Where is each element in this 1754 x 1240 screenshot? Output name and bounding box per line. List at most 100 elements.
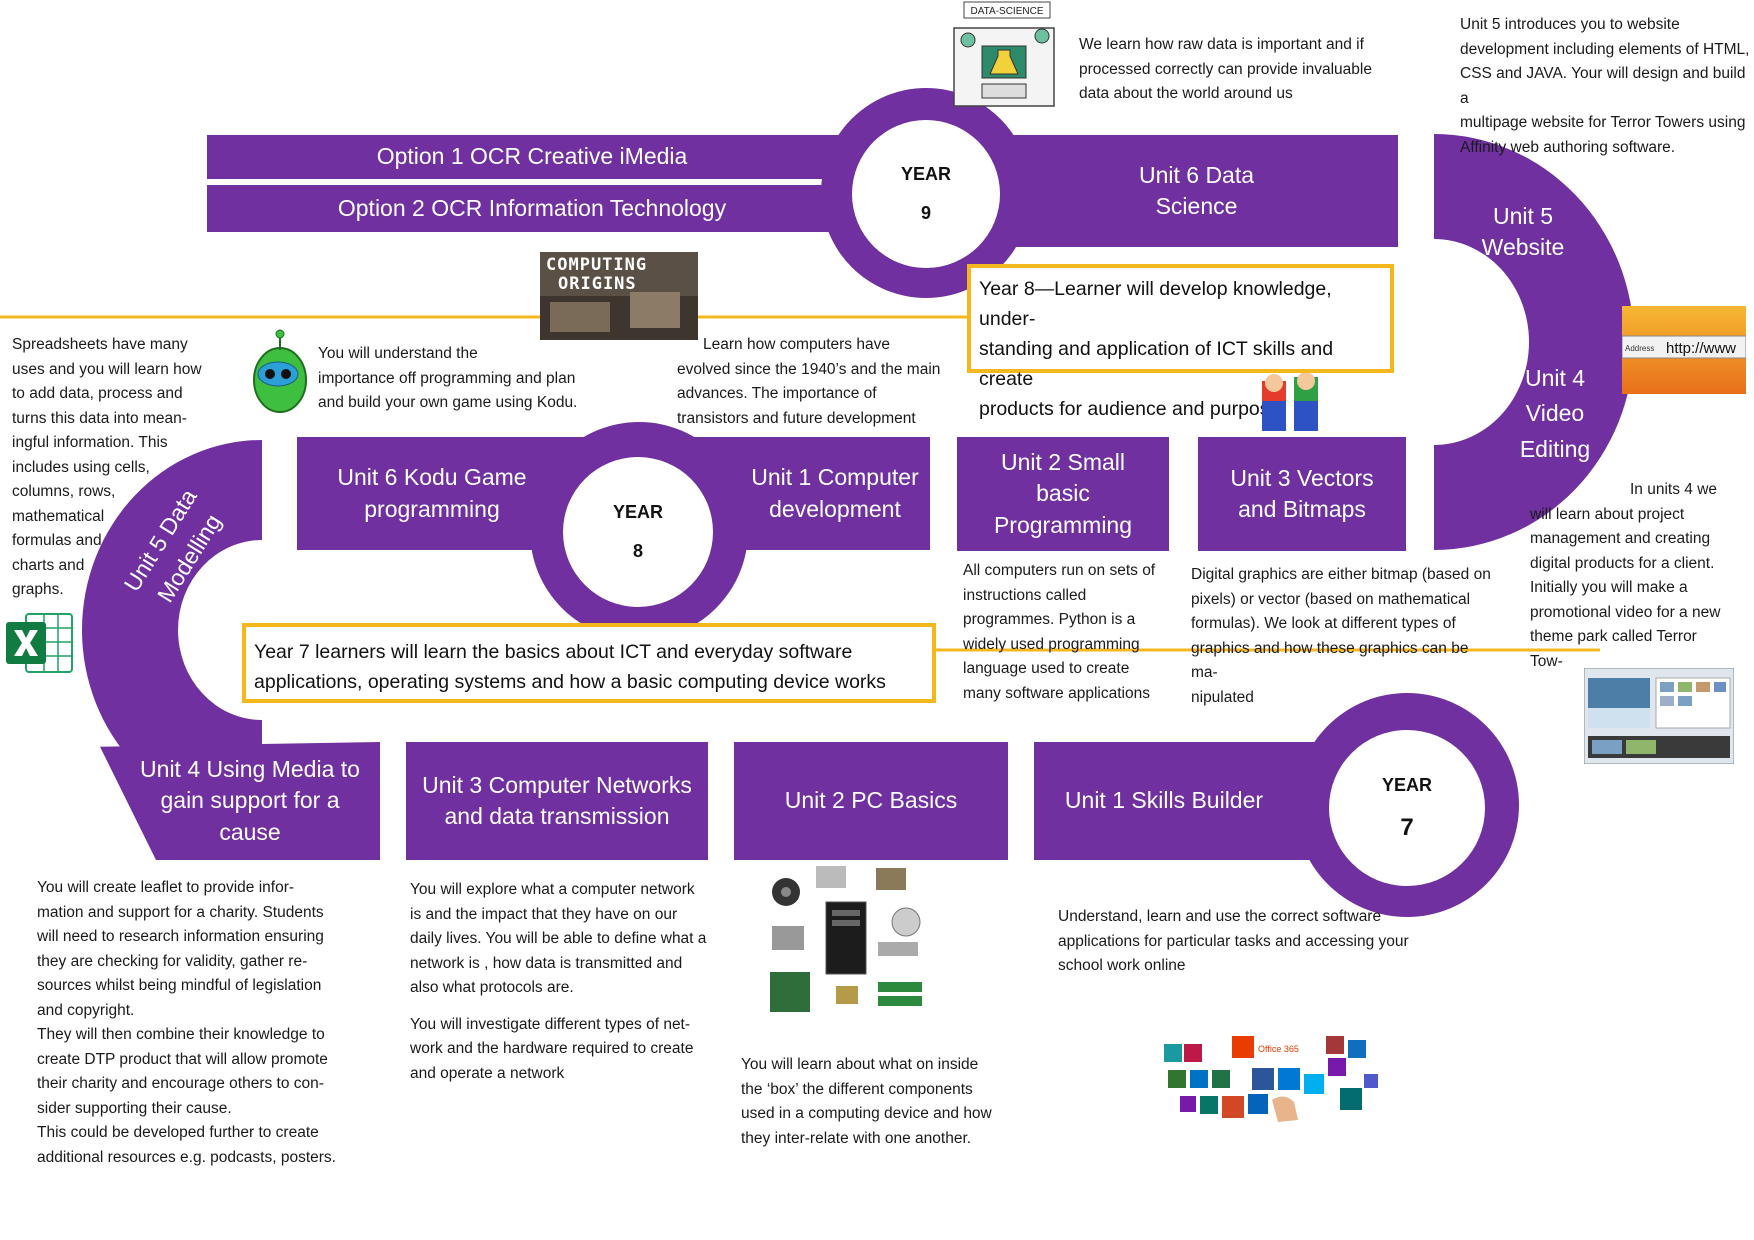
desc-line: processed correctly can provide invaluab… bbox=[1079, 60, 1372, 78]
desc-line: Learn how computers have bbox=[703, 336, 890, 353]
unit3-networks-bar: Unit 3 Computer Networks and data transm… bbox=[406, 742, 708, 860]
powerpoint-icon bbox=[1222, 1096, 1244, 1118]
unit1-skills-builder-bar: Unit 1 Skills Builder bbox=[1034, 742, 1384, 860]
desc-line: transistors and future development bbox=[677, 409, 916, 427]
desc-line: ingful information. This bbox=[12, 434, 168, 451]
kodu-description: You will understand the importance off p… bbox=[318, 342, 598, 416]
desc-line: theme park called Terror bbox=[1530, 628, 1697, 645]
year7-number: 7 bbox=[1400, 813, 1414, 841]
forms-icon bbox=[1180, 1096, 1196, 1112]
desc-line: uses and you will learn how bbox=[12, 360, 202, 378]
desc-line: is and the impact that they have on our bbox=[410, 905, 678, 923]
unit4-media-description: You will create leaflet to provide infor… bbox=[37, 876, 357, 1170]
desc-line: includes using cells, bbox=[12, 458, 150, 476]
desc-line: You will understand the bbox=[318, 345, 478, 362]
word-icon bbox=[1252, 1068, 1274, 1090]
unit4-media-line1: Unit 4 Using Media to bbox=[140, 756, 360, 783]
access-icon bbox=[1326, 1036, 1344, 1054]
office365-label: Office 365 bbox=[1258, 1044, 1299, 1054]
data-science-image: DATA-SCIENCE bbox=[948, 0, 1061, 110]
desc-line: CSS and JAVA. Your will design and build… bbox=[1460, 65, 1746, 107]
mario-luigi-image bbox=[1258, 373, 1322, 433]
desc-line: to add data, process and bbox=[12, 385, 183, 402]
option2-bar: Option 2 OCR Information Technology bbox=[207, 185, 857, 232]
desc-line: and copyright. bbox=[37, 1001, 135, 1019]
desc-line: school work online bbox=[1058, 957, 1186, 974]
unit6-ds-line1: Unit 6 Data bbox=[1138, 161, 1255, 188]
outlook-icon bbox=[1190, 1070, 1208, 1088]
unit1-sb-description: Understand, learn and use the correct so… bbox=[1058, 905, 1428, 979]
desc-line: You will investigate different types of … bbox=[410, 1015, 691, 1033]
desc-line: widely used programming bbox=[963, 635, 1140, 653]
box-line: products for audience and purpose bbox=[979, 398, 1281, 420]
desc-line: All computers run on sets of bbox=[963, 562, 1156, 579]
stream-icon bbox=[1184, 1044, 1202, 1062]
excel-app-icon bbox=[1212, 1070, 1230, 1088]
desc-line: You will learn about what on inside bbox=[741, 1056, 979, 1073]
desc-line: additional resources e.g. podcasts, post… bbox=[37, 1148, 336, 1166]
desc-line: they are checking for validity, gather r… bbox=[37, 952, 308, 970]
desc-line: mation and support for a charity. Studen… bbox=[37, 903, 324, 921]
option2-label: Option 2 OCR Information Technology bbox=[337, 194, 727, 221]
desc-line: and build your own game using Kodu. bbox=[318, 394, 578, 411]
browser-address-image: Address http://www bbox=[1622, 306, 1746, 394]
year8-circle: YEAR 8 bbox=[563, 457, 713, 607]
onedrive-business-icon bbox=[1248, 1094, 1268, 1114]
year8-label: YEAR bbox=[612, 502, 663, 522]
desc-line: work and the hardware required to create bbox=[410, 1040, 694, 1057]
unit1-sb-label: Unit 1 Skills Builder bbox=[1064, 787, 1264, 814]
road-curve-right bbox=[1434, 134, 1634, 550]
desc-line: create DTP product that will allow promo… bbox=[37, 1050, 328, 1068]
sharepoint-icon bbox=[1340, 1088, 1362, 1110]
skype-icon bbox=[1304, 1074, 1324, 1094]
desc-line: the ‘box’ the different components bbox=[741, 1080, 973, 1098]
unit3-vb-line1: Unit 3 Vectors bbox=[1230, 464, 1374, 491]
desc-line: Tow- bbox=[1530, 652, 1563, 670]
unit2-pc-basics-bar: Unit 2 PC Basics bbox=[734, 742, 1008, 860]
vectors-description: Digital graphics are either bitmap (base… bbox=[1191, 563, 1491, 710]
year7-circle: YEAR 7 bbox=[1329, 730, 1485, 886]
origins-logo-line1: COMPUTING bbox=[546, 255, 647, 275]
kodu-character-image bbox=[250, 328, 310, 416]
box-line: standing and application of ICT skills a… bbox=[979, 338, 1334, 390]
desc-line: will learn about project bbox=[1530, 505, 1685, 523]
onenote-icon bbox=[1328, 1058, 1346, 1076]
browser-url: http://www bbox=[1666, 340, 1736, 357]
desc-line: instructions called bbox=[963, 586, 1087, 604]
desc-line: Understand, learn and use the correct so… bbox=[1058, 908, 1382, 925]
desc-line: mathematical bbox=[12, 507, 105, 525]
excel-icon bbox=[4, 610, 74, 676]
unit4-video-label: Unit 4 Video Editing bbox=[1500, 355, 1610, 473]
browser-address-label: Address bbox=[1625, 344, 1654, 353]
unit4-media-line3: cause bbox=[219, 818, 281, 845]
unit3-vb-line2: and Bitmaps bbox=[1238, 496, 1366, 522]
year9-circle: YEAR 9 bbox=[852, 120, 1000, 268]
desc-line: This could be developed further to creat… bbox=[37, 1124, 319, 1141]
desc-line: multipage website for Terror Towers usin… bbox=[1460, 114, 1746, 131]
desc-line: many software applications bbox=[963, 684, 1150, 702]
unit5-website-label: Unit 5 Website bbox=[1470, 192, 1576, 272]
desc-line: In units 4 we bbox=[1630, 481, 1718, 498]
unit4-video-line3: Editing bbox=[1519, 435, 1591, 462]
sway-icon bbox=[1164, 1044, 1182, 1062]
unit6-kodu-line2: programming bbox=[364, 495, 500, 522]
pc-components-image bbox=[766, 862, 936, 1022]
office365-apps-image: Office 365 bbox=[1160, 1030, 1380, 1126]
unit5-website-description: Unit 5 introduces you to website develop… bbox=[1460, 13, 1754, 160]
desc-line: You will create leaflet to provide infor… bbox=[37, 879, 295, 896]
desc-line: pixels) or vector (based on mathematical bbox=[1191, 590, 1471, 608]
unit4-media-bar bbox=[100, 742, 380, 860]
publisher-icon bbox=[1200, 1096, 1218, 1114]
unit3-vectors-bar: Unit 3 Vectors and Bitmaps bbox=[1198, 437, 1406, 551]
desc-line: graphics and how these graphics can be m… bbox=[1191, 639, 1469, 682]
office-icon bbox=[1232, 1036, 1254, 1058]
unit2-pc-label: Unit 2 PC Basics bbox=[784, 787, 958, 814]
desc-line: they inter-relate with one another. bbox=[741, 1129, 972, 1147]
year9-number: 9 bbox=[920, 203, 931, 223]
unit6-ds-description: We learn how raw data is important and i… bbox=[1079, 33, 1379, 107]
desc-line: They will then combine their knowledge t… bbox=[37, 1026, 325, 1043]
year7-summary-box: Year 7 learners will learn the basics ab… bbox=[242, 623, 936, 703]
unit3-networks-description: You will explore what a computer network… bbox=[410, 878, 720, 1098]
unit6-ds-line2: Science bbox=[1155, 193, 1238, 219]
year8-number: 8 bbox=[632, 541, 643, 561]
